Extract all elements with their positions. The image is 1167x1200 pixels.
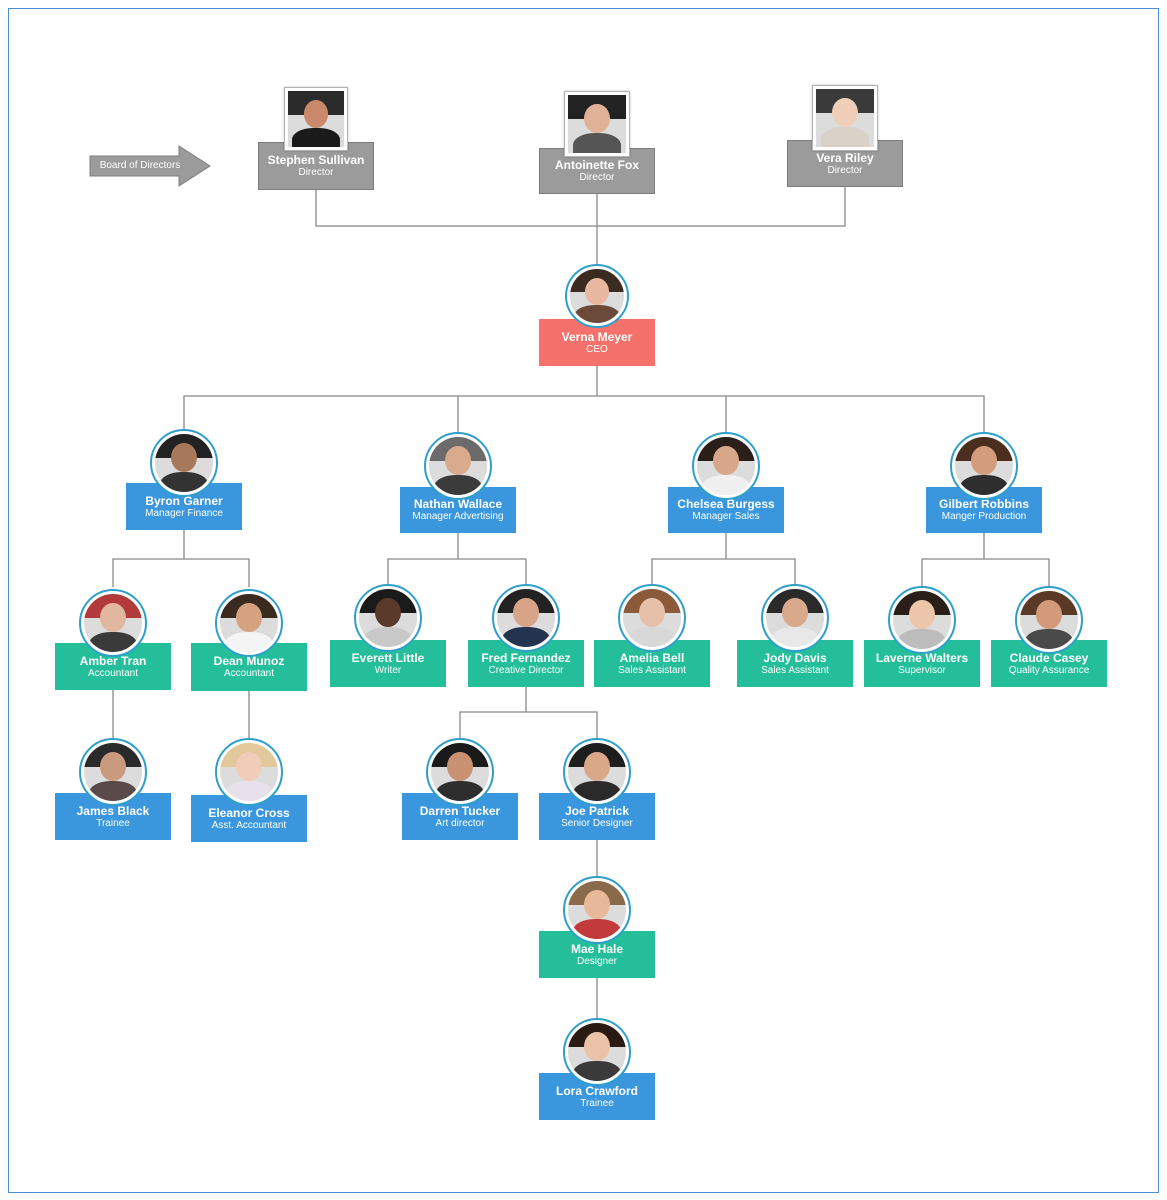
avatar xyxy=(618,584,686,652)
person-role: CEO xyxy=(539,344,655,356)
person-name: Fred Fernandez xyxy=(468,651,584,665)
avatar xyxy=(215,589,283,657)
person-role: Manager Sales xyxy=(668,511,784,523)
person-role: Manager Advertising xyxy=(400,511,516,523)
person-role: Trainee xyxy=(55,818,171,830)
person-role: Art director xyxy=(402,818,518,830)
avatar xyxy=(215,738,283,806)
avatar xyxy=(692,432,760,500)
person-name: Verna Meyer xyxy=(539,330,655,344)
person-role: Creative Director xyxy=(468,665,584,677)
avatar xyxy=(79,738,147,806)
person-role: Sales Assistant xyxy=(594,665,710,677)
avatar xyxy=(761,584,829,652)
avatar xyxy=(563,1018,631,1086)
avatar xyxy=(354,584,422,652)
board-of-directors-label: Board of Directors xyxy=(89,157,191,175)
person-role: Quality Assurance xyxy=(991,665,1107,677)
avatar xyxy=(1015,586,1083,654)
avatar xyxy=(564,91,630,157)
connector-gilbert-team xyxy=(922,533,1049,586)
avatar xyxy=(565,264,629,328)
connector-nathan-team xyxy=(388,533,526,584)
connector-byron-team xyxy=(113,530,249,587)
person-role: Asst. Accountant xyxy=(191,820,307,832)
person-role: Director xyxy=(540,172,654,184)
avatar xyxy=(563,876,631,944)
person-name: Jody Davis xyxy=(737,651,853,665)
person-name: Vera Riley xyxy=(788,151,902,165)
avatar xyxy=(888,586,956,654)
connector-chelsea-team xyxy=(652,533,795,584)
person-role: Accountant xyxy=(191,668,307,680)
avatar xyxy=(150,429,218,497)
person-role: Trainee xyxy=(539,1098,655,1110)
person-role: Senior Designer xyxy=(539,818,655,830)
avatar xyxy=(79,589,147,657)
avatar xyxy=(284,87,348,151)
avatar xyxy=(426,738,494,806)
person-name: Antoinette Fox xyxy=(540,158,654,172)
person-role: Designer xyxy=(539,956,655,968)
person-role: Director xyxy=(788,165,902,177)
person-name: Stephen Sullivan xyxy=(259,153,373,167)
person-role: Writer xyxy=(330,665,446,677)
avatar xyxy=(812,85,878,151)
avatar xyxy=(950,432,1018,500)
person-name: Eleanor Cross xyxy=(191,806,307,820)
person-role: Accountant xyxy=(55,668,171,680)
person-role: Director xyxy=(259,167,373,179)
person-name: Everett Little xyxy=(330,651,446,665)
person-role: Manger Production xyxy=(926,511,1042,523)
avatar xyxy=(563,738,631,806)
person-role: Supervisor xyxy=(864,665,980,677)
connector-board-to-ceo xyxy=(316,187,845,265)
person-name: Amelia Bell xyxy=(594,651,710,665)
avatar xyxy=(492,584,560,652)
connector-fred-team xyxy=(460,687,597,738)
person-role: Manager Finance xyxy=(126,508,242,520)
connector-ceo-to-managers xyxy=(184,366,984,432)
person-role: Sales Assistant xyxy=(737,665,853,677)
avatar xyxy=(424,432,492,500)
